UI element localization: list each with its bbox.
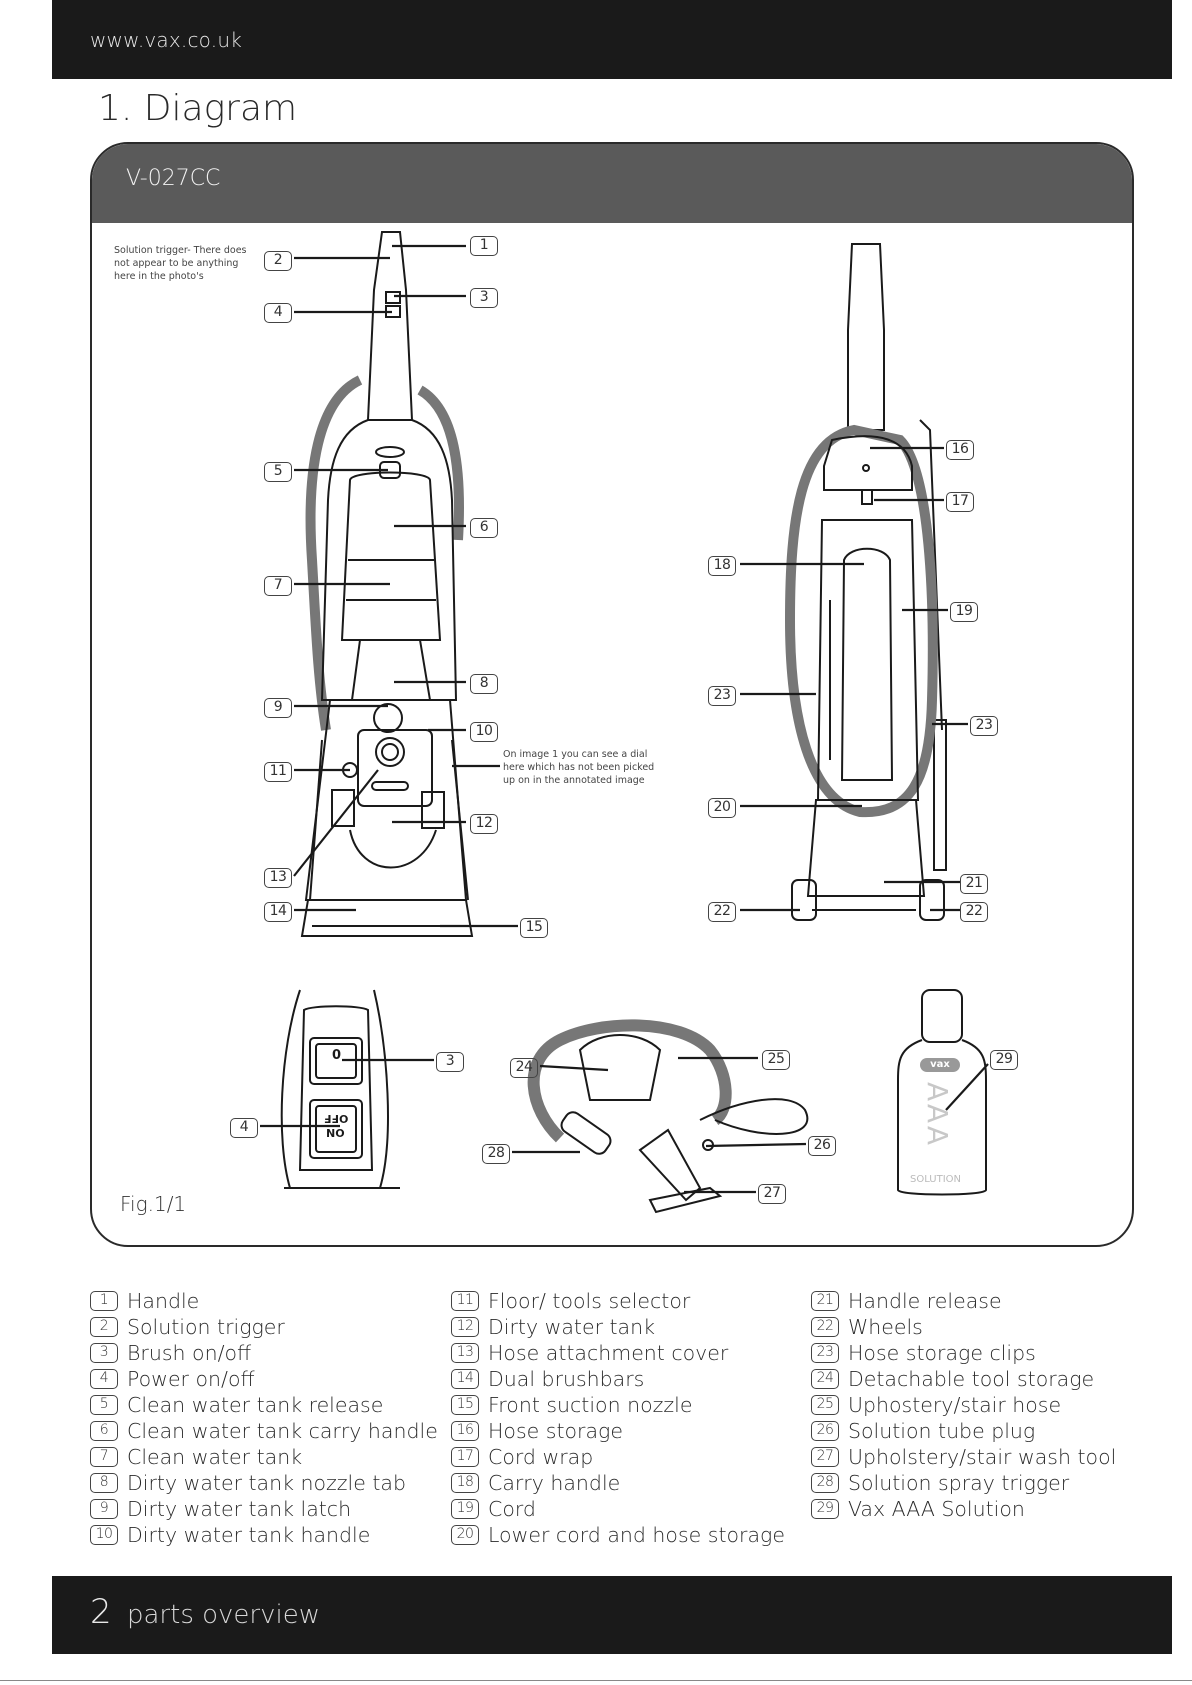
site-url[interactable]: www.vax.co.uk	[90, 28, 242, 52]
callout-12: 12	[470, 812, 507, 834]
callout-2: 2	[264, 249, 301, 271]
callout-19: 19	[950, 600, 987, 622]
callout-6: 6	[470, 516, 507, 538]
switch-off-label: OFF	[324, 1112, 349, 1125]
callout-28: 28	[482, 1142, 519, 1164]
section-title: 1. Diagram	[98, 88, 298, 129]
switch-on-label: ON	[326, 1126, 345, 1139]
callout-3: 3	[470, 286, 507, 308]
callout-11: 11	[264, 760, 301, 782]
callout-29: 29	[990, 1048, 1027, 1070]
callout-26: 26	[808, 1134, 845, 1156]
callout-1: 1	[470, 234, 507, 256]
top-bar: www.vax.co.uk	[52, 0, 1172, 79]
bottle-caption: SOLUTION	[910, 1174, 962, 1185]
callout-5: 5	[264, 460, 301, 482]
callout-20: 20	[708, 796, 745, 818]
callout-27: 27	[758, 1182, 795, 1204]
callout-22b: 22	[960, 900, 997, 922]
callout-9: 9	[264, 696, 301, 718]
solution-bottle-illustration	[897, 989, 987, 1196]
callout-14: 14	[264, 900, 301, 922]
callout-21: 21	[960, 872, 997, 894]
callout-25: 25	[762, 1048, 799, 1070]
callout-18: 18	[708, 554, 745, 576]
back-view-illustration	[784, 243, 947, 921]
leader-lines	[260, 244, 989, 1194]
callout-13: 13	[264, 866, 301, 888]
bottle-aaa-text: AAA	[921, 1081, 955, 1148]
model-name: V-027CC	[126, 166, 221, 191]
callout-4b: 4	[230, 1116, 267, 1138]
footer-bar: 2 parts overview	[52, 1576, 1172, 1654]
figure-label: Fig.1/1	[120, 1192, 187, 1216]
bottom-rule	[0, 1680, 1192, 1681]
note-dial: On image 1 you can see a dial here which…	[503, 749, 655, 786]
callout-16: 16	[946, 438, 983, 460]
callout-8: 8	[470, 672, 507, 694]
diagram-panel: V-027CC	[90, 142, 1134, 1247]
callout-17: 17	[946, 490, 983, 512]
callout-22a: 22	[708, 900, 745, 922]
callout-15: 15	[520, 916, 557, 938]
switch-panel-illustration	[280, 989, 400, 1189]
callout-7: 7	[264, 574, 301, 596]
callout-24: 24	[510, 1056, 547, 1078]
callout-10: 10	[470, 720, 507, 742]
callout-3b: 3	[436, 1050, 473, 1072]
footer-title: parts overview	[127, 1600, 320, 1630]
bottle-brand-logo: vax	[920, 1058, 960, 1072]
page-number: 2	[90, 1592, 112, 1632]
callout-4: 4	[264, 301, 301, 323]
switch-0-label: 0	[332, 1048, 342, 1063]
note-solution-trigger: Solution trigger- There does not appear …	[114, 245, 247, 282]
callout-23b: 23	[970, 714, 1007, 736]
panel-header: V-027CC	[92, 144, 1132, 223]
callout-23a: 23	[708, 684, 745, 706]
front-view-illustration	[300, 231, 474, 937]
